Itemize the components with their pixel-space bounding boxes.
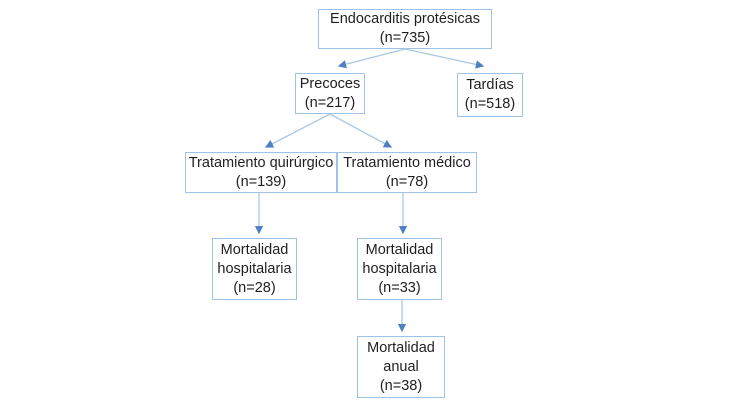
node-label: Precoces bbox=[299, 75, 361, 92]
node-label: Tardías bbox=[466, 77, 514, 93]
node-count: (n=735) bbox=[379, 30, 431, 46]
node-tratamiento-quirurgico: Tratamiento quirúrgico (n=139) bbox=[185, 152, 337, 193]
node-mortalidad-anual: Mortalidad anual (n=38) bbox=[357, 336, 445, 398]
node-tardias: Tardías (n=518) bbox=[457, 73, 523, 117]
node-count: (n=518) bbox=[464, 96, 516, 112]
edge-precoces-medico bbox=[329, 113, 393, 148]
node-endocarditis-protesicas: Endocarditis protésicas (n=735) bbox=[318, 9, 492, 49]
node-label: Mortalidad hospitalaria bbox=[362, 241, 437, 277]
node-label: Tratamiento médico bbox=[343, 154, 471, 171]
node-label: Mortalidad hospitalaria bbox=[217, 241, 292, 277]
node-count: (n=33) bbox=[378, 279, 421, 296]
node-tratamiento-medico: Tratamiento médico (n=78) bbox=[337, 152, 477, 193]
node-label: Mortalidad anual bbox=[367, 339, 435, 375]
node-count: (n=28) bbox=[233, 279, 276, 296]
node-precoces: Precoces (n=217) bbox=[295, 73, 365, 114]
node-count: (n=78) bbox=[385, 173, 429, 190]
edge-precoces-quirurgico bbox=[264, 113, 331, 148]
node-label: Endocarditis protésicas bbox=[330, 11, 480, 27]
node-mortalidad-hospitalaria-medico: Mortalidad hospitalaria (n=33) bbox=[357, 238, 442, 300]
node-count: (n=217) bbox=[304, 94, 356, 111]
node-count: (n=139) bbox=[235, 173, 287, 190]
node-label: Tratamiento quirúrgico bbox=[188, 154, 334, 171]
node-count: (n=38) bbox=[379, 377, 423, 394]
node-mortalidad-hospitalaria-quirurgico: Mortalidad hospitalaria (n=28) bbox=[212, 238, 297, 300]
edge-root-tardias bbox=[404, 48, 485, 69]
edge-root-precoces bbox=[337, 48, 406, 69]
